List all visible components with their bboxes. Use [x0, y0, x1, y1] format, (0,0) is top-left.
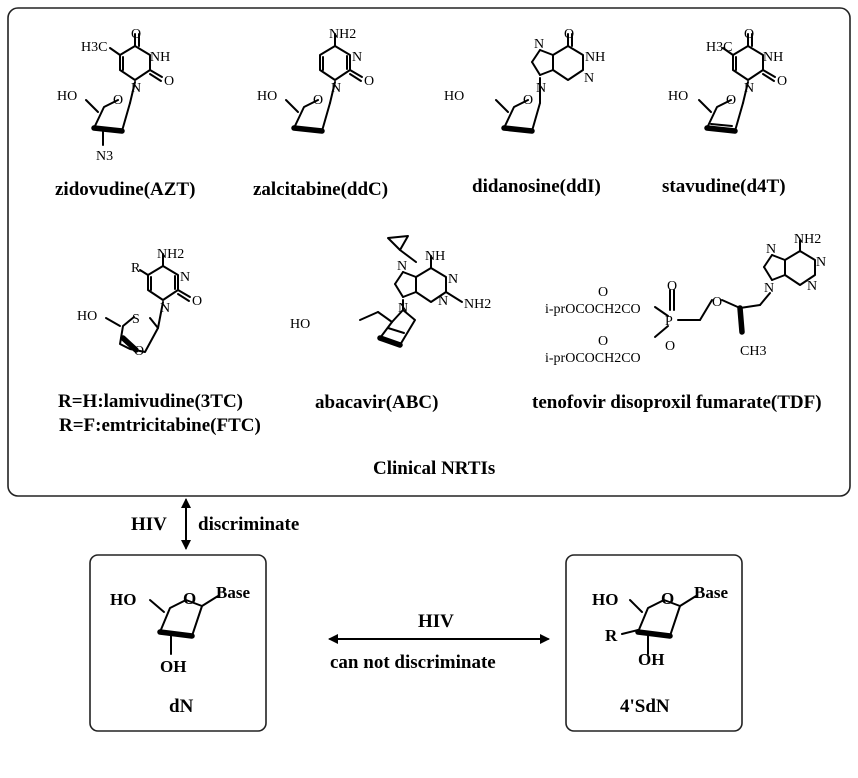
atom-o: O	[523, 93, 533, 108]
atom-nh: NH	[585, 50, 605, 65]
atom-nh: NH	[425, 249, 445, 264]
atom-o: O	[712, 295, 722, 310]
atom-n3: N3	[96, 149, 113, 164]
vertical-double-arrow	[181, 498, 191, 550]
dn-ho: HO	[110, 590, 136, 609]
atom-o: O	[364, 74, 374, 89]
atom-o: O	[598, 285, 608, 300]
dn-base: Base	[216, 583, 250, 602]
abc-structure: NH N N N N NH2 HO	[290, 235, 491, 348]
atom-n: N	[536, 81, 546, 96]
sdn-box-frame	[565, 554, 743, 732]
arrow-label-hiv-top: HIV	[418, 611, 454, 632]
atom-ho: HO	[77, 309, 97, 324]
atom-n: N	[180, 270, 190, 285]
atom-n: N	[764, 281, 774, 296]
atom-o: O	[192, 294, 202, 309]
arrow-label-cannot: can not discriminate	[330, 652, 496, 673]
atom-h3c: H3C	[706, 40, 732, 55]
atom-n: N	[352, 50, 362, 65]
atom-nh2: NH2	[794, 232, 821, 247]
sdn-ring-o: O	[661, 589, 674, 608]
atom-ho: HO	[57, 89, 77, 104]
azt-structure: O NH O N H3C O HO N3	[57, 27, 174, 164]
atom-o: O	[164, 74, 174, 89]
atom-ho: HO	[444, 89, 464, 104]
atom-s: S	[132, 312, 140, 327]
drug-label-3tc: R=H:lamivudine(3TC)	[58, 391, 243, 412]
dn-structure	[149, 595, 219, 655]
d4t-structure: O NH O N H3C O HO	[668, 27, 787, 134]
atom-n: N	[160, 301, 170, 316]
drug-label-ddi: didanosine(ddI)	[472, 176, 601, 197]
drug-label-abc: abacavir(ABC)	[315, 392, 438, 413]
drug-label-ftc: R=F:emtricitabine(FTC)	[59, 415, 261, 436]
atom-n: N	[534, 37, 544, 52]
sdn-base: Base	[694, 583, 728, 602]
atom-n: N	[397, 259, 407, 274]
atom-o: O	[113, 93, 123, 108]
dn-box-frame	[89, 554, 267, 732]
atom-n: N	[448, 272, 458, 287]
atom-n: N	[398, 301, 408, 316]
atom-ho: HO	[668, 89, 688, 104]
drug-label-ddc: zalcitabine(ddC)	[253, 179, 388, 200]
horizontal-double-arrow	[328, 634, 550, 644]
atom-nh2: NH2	[329, 27, 356, 42]
atom-p: P	[665, 314, 673, 329]
sdn-oh: OH	[638, 650, 664, 669]
sdn-structure	[621, 595, 697, 655]
atom-h3c: H3C	[81, 40, 107, 55]
drug-label-d4t: stavudine(d4T)	[662, 176, 786, 197]
ddc-structure: NH2 N O N O HO	[257, 27, 374, 134]
atom-n: N	[438, 294, 448, 309]
dn-ring-o: O	[183, 589, 196, 608]
atom-o: O	[744, 27, 754, 42]
atom-o: O	[564, 27, 574, 42]
atom-n: N	[331, 81, 341, 96]
atom-nh2: NH2	[157, 247, 184, 262]
atom-o: O	[777, 74, 787, 89]
atom-ho: HO	[257, 89, 277, 104]
panel-title: Clinical NRTIs	[373, 458, 495, 479]
atom-n: N	[816, 255, 826, 270]
atom-o: O	[313, 93, 323, 108]
atom-o: O	[131, 27, 141, 42]
dn-label: dN	[169, 696, 194, 717]
nrti-panel-frame	[7, 7, 851, 497]
atom-n: N	[807, 279, 817, 294]
sdn-r: R	[605, 626, 618, 645]
arrow-label-hiv: HIV	[131, 514, 167, 535]
atom-o: O	[665, 339, 675, 354]
atom-o: O	[726, 93, 736, 108]
sdn-label: 4'SdN	[620, 696, 670, 717]
atom-n: N	[744, 81, 754, 96]
atom-nh: NH	[150, 50, 170, 65]
tdf-structure: NH2 N N N N O P O CH3 i-prOCOCH2CO i-prO…	[545, 232, 826, 366]
atom-n: N	[584, 71, 594, 86]
arrow-label-discriminate: discriminate	[198, 514, 299, 535]
atom-n: N	[131, 81, 141, 96]
atom-o: O	[667, 279, 677, 294]
atom-ch3: CH3	[740, 344, 766, 359]
atom-n: N	[766, 242, 776, 257]
atom-o: O	[598, 334, 608, 349]
atom-iprocoh2co: i-prOCOCH2CO	[545, 351, 641, 366]
atom-ho: HO	[290, 317, 310, 332]
drug-label-tdf: tenofovir disoproxil fumarate(TDF)	[532, 392, 822, 413]
sdn-ho: HO	[592, 590, 618, 609]
atom-o: O	[134, 344, 144, 359]
dn-oh: OH	[160, 657, 186, 676]
3tc-ftc-structure: NH2 N O N R S O HO	[77, 247, 202, 359]
atom-nh: NH	[763, 50, 783, 65]
drug-label-azt: zidovudine(AZT)	[55, 179, 195, 200]
atom-iprococh2co: i-prOCOCH2CO	[545, 302, 641, 317]
atom-nh2: NH2	[464, 297, 491, 312]
ddi-structure: O NH N N N O HO	[444, 27, 605, 134]
atom-r: R	[131, 261, 141, 276]
